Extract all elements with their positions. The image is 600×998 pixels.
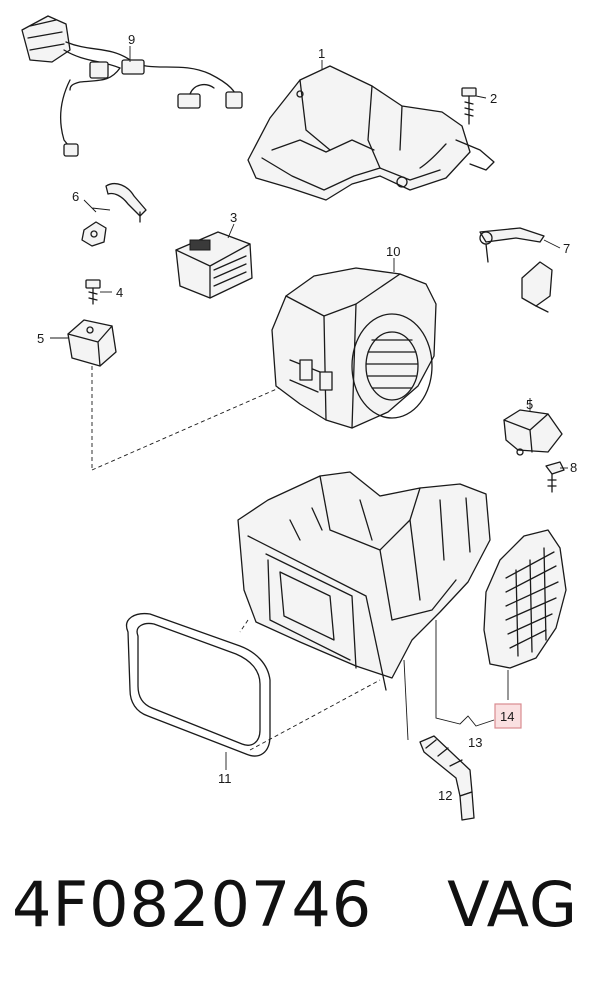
control-unit-part-3 <box>175 223 253 299</box>
exploded-parts-diagram: 9 1 2 6 3 7 10 4 5 5 8 14 13 11 12 <box>21 15 577 821</box>
callout-9: 9 <box>128 32 135 47</box>
lever-linkage-part-6 <box>81 182 147 247</box>
gasket-part-11 <box>126 612 381 770</box>
callout-11: 11 <box>218 771 232 786</box>
side-cover-part-14 <box>483 529 567 700</box>
callout-14: 14 <box>500 709 514 724</box>
callout-7: 7 <box>563 241 570 256</box>
housing-cover-part-1 <box>247 60 495 201</box>
callout-2: 2 <box>490 91 497 106</box>
brand-name: VAG <box>447 868 578 941</box>
screw-part-2 <box>461 87 487 125</box>
drain-hose-part-12 <box>403 659 475 821</box>
blower-housing-part-10 <box>271 258 437 429</box>
screw-part-4 <box>85 279 112 305</box>
callout-6: 6 <box>72 189 79 204</box>
drain-line-part-13 <box>435 620 495 727</box>
footer-caption: 4F0820746 VAG <box>0 868 600 978</box>
callout-12: 12 <box>438 788 452 803</box>
callout-5-right: 5 <box>526 397 533 412</box>
servo-motor-part-5-left <box>50 319 321 471</box>
wiring-harness-part-9 <box>21 15 243 157</box>
callout-5-left: 5 <box>37 331 44 346</box>
callout-13: 13 <box>468 735 482 750</box>
callout-1: 1 <box>318 46 325 61</box>
part-number: 4F0820746 <box>12 868 373 941</box>
servo-motor-part-5-right <box>503 398 563 456</box>
evaporator-housing <box>237 471 491 691</box>
callout-4: 4 <box>116 285 123 300</box>
callout-8: 8 <box>570 460 577 475</box>
flap-actuator-part-7 <box>479 227 561 313</box>
highlight-box-14 <box>494 703 522 729</box>
callout-10: 10 <box>386 244 400 259</box>
callout-3: 3 <box>230 210 237 225</box>
sensor-part-8 <box>545 461 568 493</box>
